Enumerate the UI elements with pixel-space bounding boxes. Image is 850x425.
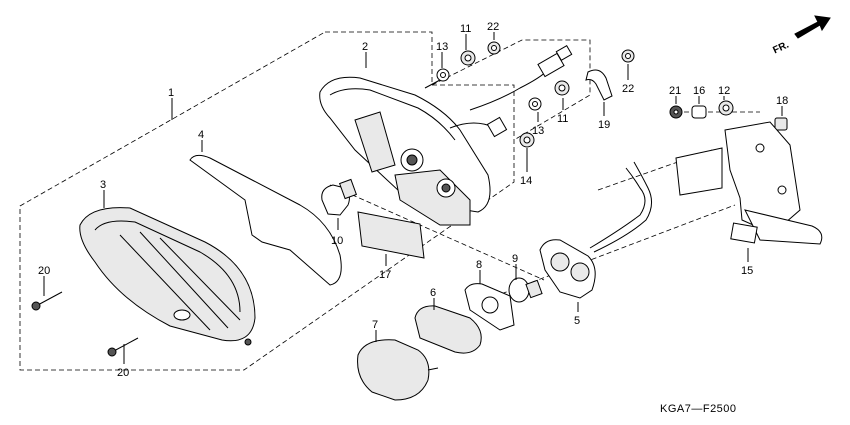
part-housing bbox=[319, 44, 573, 226]
part-bulb-small bbox=[321, 178, 358, 216]
callout-4: 4 bbox=[198, 129, 204, 141]
callout-20a: 20 bbox=[38, 265, 50, 277]
part-bracket bbox=[675, 121, 823, 245]
part-holder-plate bbox=[464, 283, 515, 331]
callout-5: 5 bbox=[574, 315, 580, 327]
callout-3: 3 bbox=[100, 179, 106, 191]
front-arrow-icon bbox=[794, 15, 831, 39]
callout-12: 12 bbox=[718, 85, 730, 97]
part-grommet-11b bbox=[554, 80, 570, 96]
leader-lines bbox=[43, 32, 783, 364]
callout-21: 21 bbox=[669, 85, 681, 97]
part-inner-cover bbox=[414, 305, 482, 354]
part-gasket bbox=[189, 154, 342, 286]
part-nut-22b bbox=[621, 49, 635, 63]
callout-13b: 13 bbox=[532, 125, 544, 137]
callout-22b: 22 bbox=[622, 83, 634, 95]
part-nut-21 bbox=[669, 105, 683, 119]
part-bolt-18 bbox=[774, 117, 788, 131]
callout-13a: 13 bbox=[436, 41, 448, 53]
callout-17: 17 bbox=[379, 269, 391, 281]
part-grommet-12 bbox=[718, 100, 734, 116]
part-screw-bottom bbox=[107, 337, 139, 357]
front-direction-label: FR. bbox=[771, 39, 790, 56]
part-grommet-14 bbox=[519, 132, 535, 148]
callout-15: 15 bbox=[741, 265, 753, 277]
part-clamp-19 bbox=[585, 69, 613, 101]
callout-10: 10 bbox=[331, 235, 343, 247]
callout-6: 6 bbox=[430, 287, 436, 299]
front-direction-indicator: FR. bbox=[771, 15, 831, 56]
callout-20b: 20 bbox=[117, 367, 129, 379]
callout-19: 19 bbox=[598, 119, 610, 131]
guide-line bbox=[329, 184, 545, 281]
part-washer-13b-hole bbox=[532, 101, 538, 107]
callout-8: 8 bbox=[476, 259, 482, 271]
callout-9: 9 bbox=[512, 253, 518, 265]
callout-1: 1 bbox=[168, 87, 174, 99]
guide-line bbox=[471, 204, 736, 306]
diagram-code: KGA7—F2500 bbox=[660, 403, 737, 415]
callout-14: 14 bbox=[520, 175, 532, 187]
part-outer-lens bbox=[357, 339, 439, 401]
hardware-outline bbox=[431, 39, 591, 141]
callout-18: 18 bbox=[776, 95, 788, 107]
part-lens bbox=[79, 207, 256, 346]
part-washer-13a-hole bbox=[440, 72, 446, 78]
callout-16: 16 bbox=[693, 85, 705, 97]
part-bulb-large bbox=[508, 277, 543, 303]
part-socket bbox=[539, 161, 652, 299]
callout-11a: 11 bbox=[460, 23, 471, 35]
part-grommet-11a bbox=[460, 50, 476, 66]
part-reflector bbox=[357, 211, 425, 259]
part-nut-22a bbox=[487, 41, 501, 55]
callout-7: 7 bbox=[372, 319, 378, 331]
assembly-outline bbox=[19, 31, 515, 371]
part-collar-16 bbox=[691, 105, 707, 119]
callout-2: 2 bbox=[362, 41, 368, 53]
part-screw-top bbox=[31, 291, 63, 311]
callout-11b: 11 bbox=[557, 113, 568, 125]
callout-22a: 22 bbox=[487, 21, 499, 33]
